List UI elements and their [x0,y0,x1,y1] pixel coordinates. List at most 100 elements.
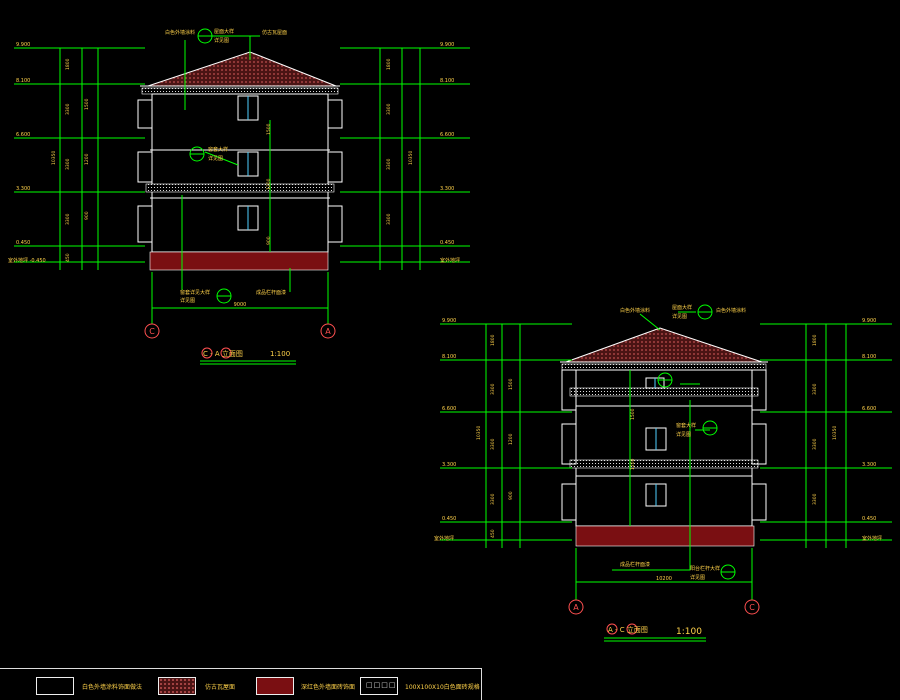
svg-text:3300: 3300 [490,383,496,395]
callout-text: 白色外墙涂料 [165,29,195,36]
callout-text: 白色外墙涂料 [620,307,650,314]
callout-text: 屋面大样 [672,304,692,311]
level-label: 6.600 [862,406,876,412]
svg-text:1800: 1800 [386,58,392,70]
dimension-chain-left [14,47,145,270]
level-label: 8.100 [16,78,30,84]
title-axis-icon [201,347,232,359]
svg-text:3300: 3300 [386,158,392,170]
legend-swatch-dotted-tiles: □□□□ [360,677,398,695]
level-label: 9.900 [440,42,454,48]
band-course [569,459,759,469]
level-label: 8.100 [442,354,456,360]
level-label: 9.900 [862,318,876,324]
legend-swatch-dark-red [256,677,294,695]
callout-text: 详见图 [672,313,687,320]
cornice-dentils [141,87,339,95]
callout-text: 成品栏杆面漆 [256,289,286,296]
level-label: 8.100 [440,78,454,84]
svg-text:3300: 3300 [65,103,71,115]
svg-text:3300: 3300 [812,383,818,395]
svg-text:10350: 10350 [476,426,482,440]
detail-bubble-icon [657,304,736,580]
svg-text:3300: 3300 [65,213,71,225]
callout-text: 成品栏杆面漆 [620,561,650,568]
dimension-chain-right [340,47,470,270]
svg-text:3300: 3300 [386,213,392,225]
svg-text:3300: 3300 [65,158,71,170]
level-label: 6.600 [440,132,454,138]
svg-text:10350: 10350 [51,151,57,165]
svg-text:10350: 10350 [408,151,414,165]
level-label: 6.600 [16,132,30,138]
band-course [569,387,759,397]
plinth-dark-red [575,525,755,547]
svg-text:10350: 10350 [832,426,838,440]
drawing-scale: 1:100 [270,350,290,358]
svg-text:3300: 3300 [812,438,818,450]
svg-text:3300: 3300 [490,438,496,450]
svg-text:1500: 1500 [266,123,272,135]
svg-text:450: 450 [65,253,71,262]
plinth-dark-red [149,251,329,271]
level-label: 6.600 [442,406,456,412]
dimension-values: 1800 3300 3300 3300 450 10350 1500 1200 … [476,334,838,538]
level-label: 9.900 [16,42,30,48]
svg-text:1500: 1500 [84,98,90,110]
callout-text: 屋面大样 [214,28,234,35]
level-label: 3.300 [442,462,456,468]
elevation-a-c: A C 10200 白色外墙涂料 屋面大样 详见图 白色外墙涂料 窗套大样 详见… [434,304,892,642]
dimension-chain-left [440,323,572,548]
callout-text: 详见图 [214,37,229,44]
drawing-title: A - C 立面图 [608,625,648,634]
level-label: 3.300 [862,462,876,468]
cornice-dentils [561,363,767,371]
overall-width-dim: 9000 [234,302,247,308]
callout-text: 窗套详见大样 [180,289,210,296]
axis-label-right: A [325,327,331,336]
dimension-chain-right [760,323,892,548]
detail-bubble-icon [189,28,232,304]
svg-text:450: 450 [490,529,496,538]
callout-text: 详见图 [690,574,705,581]
svg-text:1500: 1500 [630,408,636,420]
level-label: 9.900 [442,318,456,324]
svg-text:3300: 3300 [812,493,818,505]
svg-text:900: 900 [84,211,90,220]
title-axis-icon [606,623,638,635]
callout-leaders [151,35,329,324]
level-label: 8.100 [862,354,876,360]
legend-bar: 白色外墙涂料饰面做法 仿古瓦屋面 深红色外墙面砖饰面 □□□□ 100X100X… [0,668,482,700]
callout-text: 仿古瓦屋面 [262,29,287,36]
overall-width-dim: 10200 [656,576,672,582]
svg-text:900: 900 [266,236,272,245]
svg-text:1200: 1200 [84,153,90,165]
level-label: 室外地坪 [434,535,454,542]
svg-text:3300: 3300 [386,103,392,115]
legend-label: 深红色外墙面砖饰面 [301,684,356,691]
callout-text: 窗套大样 [208,146,228,153]
elevation-c-a: C A 9000 白色外墙涂料 屋面大样 详见图 仿古瓦屋面 窗套大样 详见图 … [8,28,470,365]
axis-circle-icon [568,599,760,615]
band-course [145,183,335,193]
level-label: 室外地坪 [862,535,882,542]
callout-text: 详见图 [180,297,195,304]
legend-label: 100X100X10白色面砖规格 [405,684,480,691]
callout-leaders [575,311,753,600]
callout-text: 白色外墙涂料 [716,307,746,314]
svg-text:1200: 1200 [630,458,636,470]
legend-swatch-roof-tiles [158,677,196,695]
svg-text:1800: 1800 [812,334,818,346]
axis-circle-icon [144,323,336,339]
axis-label-right: C [749,603,755,612]
svg-text:1200: 1200 [508,433,514,445]
axis-label-left: A [573,603,579,612]
legend-swatch-white [36,677,74,695]
level-label: 0.450 [862,516,876,522]
callout-text: 阳台栏杆大样 [690,565,720,572]
level-label: 0.450 [440,240,454,246]
dimension-values: 1800 3300 3300 3300 450 10350 1500 1200 … [51,58,414,262]
window-icon [237,95,259,231]
roof-tiles [565,327,763,363]
